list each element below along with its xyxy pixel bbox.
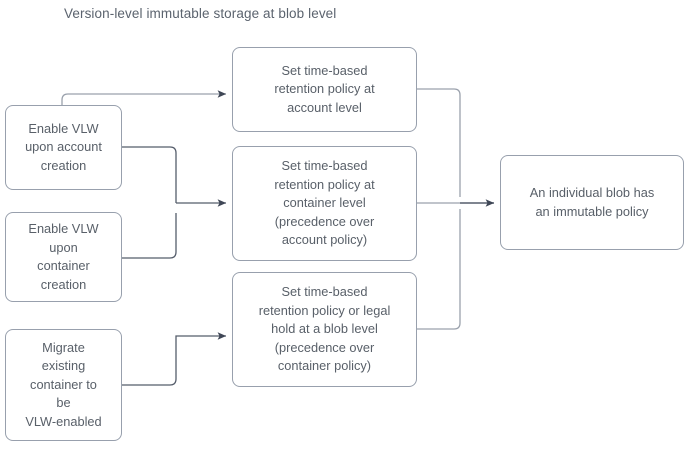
- node-label: Migrate existing container to be VLW-ena…: [25, 339, 102, 429]
- node-retention-policy-container-level[interactable]: Set time-based retention policy at conta…: [232, 146, 417, 261]
- node-retention-policy-blob-level[interactable]: Set time-based retention policy or legal…: [232, 272, 417, 387]
- edge-migrate-to-retention-blob: [122, 332, 227, 386]
- node-retention-policy-account-level[interactable]: Set time-based retention policy at accou…: [232, 47, 417, 132]
- diagram-title: Version-level immutable storage at blob …: [64, 6, 337, 21]
- node-label: Set time-based retention policy at accou…: [274, 62, 375, 115]
- node-enable-vlw-upon-container-creation[interactable]: Enable VLW upon container creation: [5, 212, 122, 302]
- node-label: Enable VLW upon container creation: [28, 221, 99, 292]
- edge-container-to-bus: [122, 213, 177, 259]
- node-label: Enable VLW upon account creation: [25, 120, 102, 173]
- edge-account-to-bus: [122, 146, 177, 203]
- node-individual-blob-immutable-policy[interactable]: An individual blob has an immutable poli…: [500, 155, 684, 250]
- node-label: Set time-based retention policy at conta…: [274, 158, 375, 248]
- node-enable-vlw-upon-account-creation[interactable]: Enable VLW upon account creation: [5, 105, 122, 190]
- edge-retention-blob-to-bus: [417, 209, 461, 330]
- node-label: Set time-based retention policy or legal…: [258, 284, 391, 374]
- node-label: An individual blob has an immutable poli…: [529, 185, 655, 219]
- edge-retention-account-to-bus: [417, 88, 461, 197]
- edge-account-to-retention-account: [61, 90, 227, 105]
- node-migrate-existing-container[interactable]: Migrate existing container to be VLW-ena…: [5, 329, 122, 441]
